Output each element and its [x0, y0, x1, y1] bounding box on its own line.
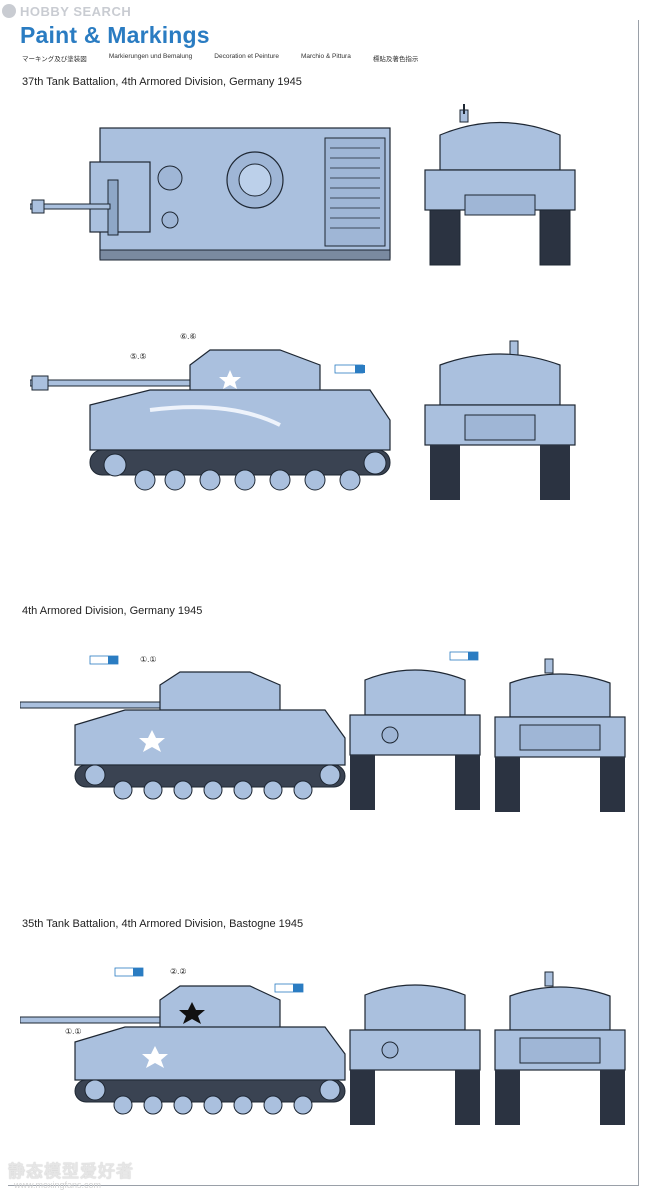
hobby-search-watermark: HOBBY SEARCH: [2, 2, 131, 20]
section-1-heading: 37th Tank Battalion, 4th Armored Divisio…: [22, 76, 302, 88]
callout-1-1-lower: ①.①: [65, 1027, 82, 1036]
subtitle-it: Marchio & Pittura: [300, 53, 351, 60]
subtitle-de: Markierungen und Bemalung: [108, 53, 193, 60]
subtitle-zh: 標貼及著色指示: [372, 56, 419, 63]
tank-front-view-3: [349, 984, 481, 1125]
section-3-heading: 35th Tank Battalion, 4th Armored Divisio…: [22, 918, 304, 930]
watermark-top-text: HOBBY SEARCH: [20, 3, 132, 19]
tank-front-view-1: [424, 104, 576, 266]
subtitle-ja: マーキング及び塗装図: [22, 56, 87, 63]
page-title: Paint & Markings: [20, 22, 210, 48]
tank-rear-view-2: [494, 658, 626, 812]
language-subtitles: マーキング及び塗装図 Markierungen und Bemalung Dec…: [22, 53, 418, 63]
callout-6-6: ⑥.⑥: [180, 332, 197, 341]
tank-front-view-2: [349, 651, 481, 810]
callout-1-1: ①.①: [140, 655, 157, 664]
hobby-search-logo-icon: [2, 4, 16, 18]
subtitle-fr: Decoration et Peinture: [214, 53, 279, 60]
moxingfans-watermark: 静态模型爱好者: [8, 1162, 134, 1181]
tank-side-view-1: ⑥.⑥ ⑤.⑤: [30, 332, 391, 491]
tank-rear-view-1: [424, 340, 576, 500]
tank-side-view-2: ①.①: [20, 655, 346, 800]
callout-2-2: ②.②: [170, 967, 187, 976]
page-frame: [8, 20, 639, 1186]
section-2-heading: 4th Armored Division, Germany 1945: [22, 605, 203, 617]
callout-5-5: ⑤.⑤: [130, 352, 147, 361]
tank-rear-view-3: [494, 971, 626, 1125]
moxingfans-url: www.moxingfans.com: [14, 1180, 102, 1190]
tank-side-view-3: ②.② ①.①: [20, 967, 346, 1115]
tank-top-view-1: [30, 127, 391, 261]
